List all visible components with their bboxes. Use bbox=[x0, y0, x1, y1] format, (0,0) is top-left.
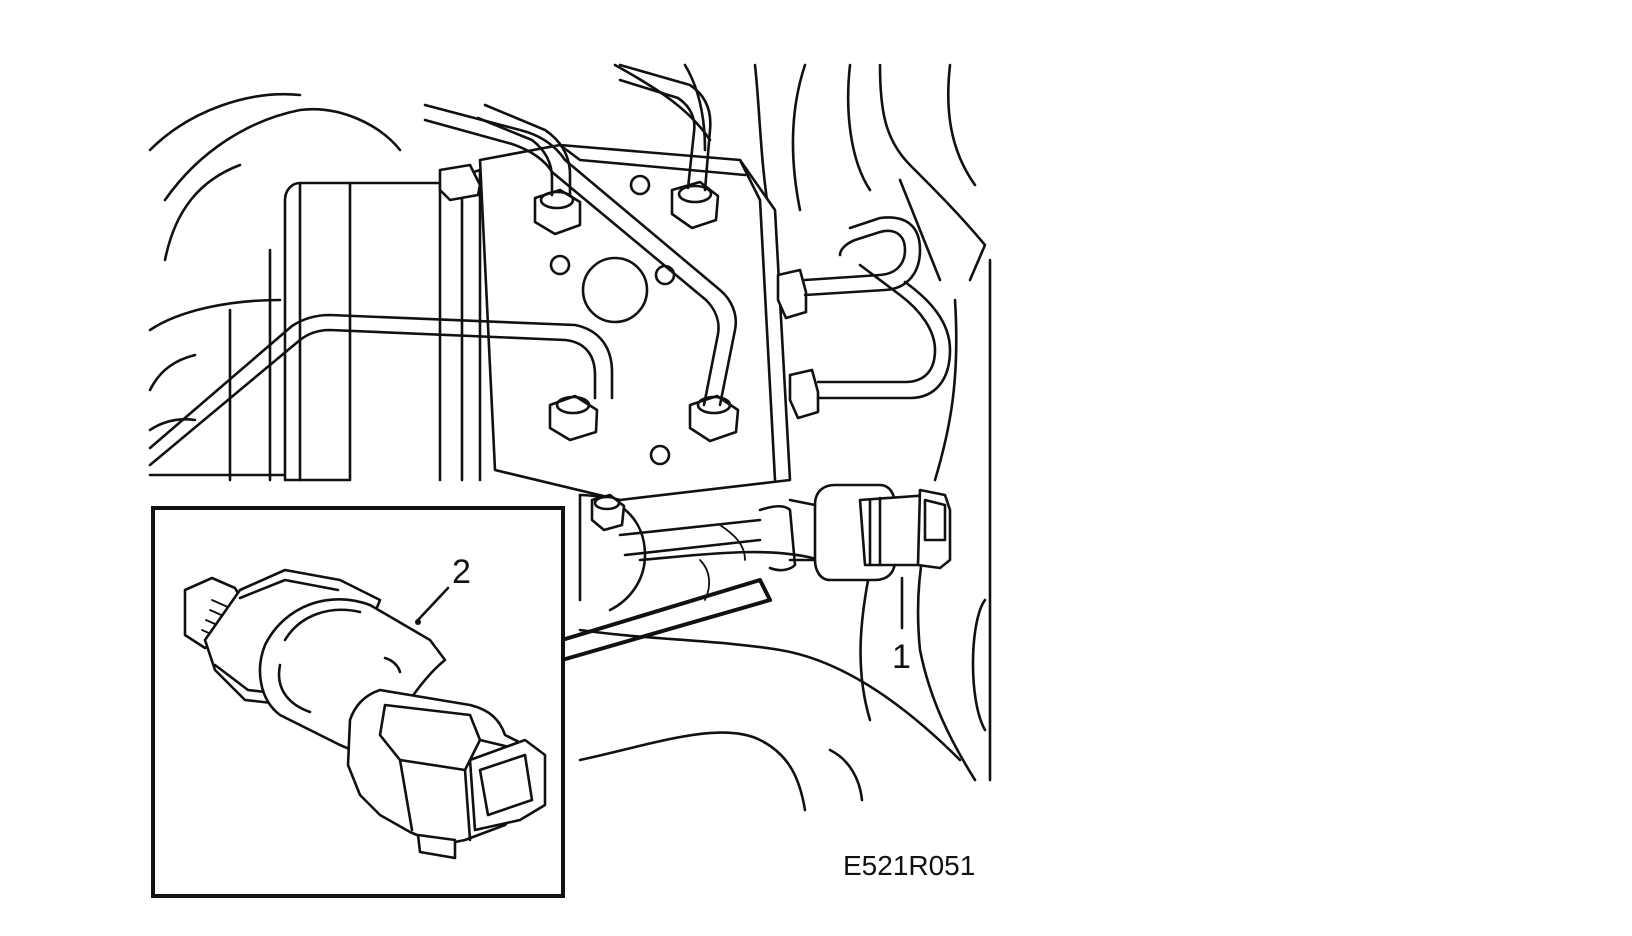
union-nuts bbox=[438, 163, 820, 443]
callout-2: 2 bbox=[415, 553, 471, 625]
callout-label-1: 1 bbox=[892, 638, 911, 676]
inset-pointer bbox=[560, 578, 772, 662]
pressure-sensor-detail bbox=[183, 568, 547, 860]
pressure-sensor-installed bbox=[758, 483, 952, 582]
union-nut-top-left bbox=[533, 188, 582, 236]
inset-detail: 2 bbox=[151, 506, 772, 898]
callout-label-2: 2 bbox=[452, 553, 471, 591]
callout-2-dot bbox=[415, 619, 421, 625]
background-contours bbox=[148, 93, 402, 477]
brake-pipes bbox=[148, 63, 952, 467]
main-view: 1 bbox=[148, 63, 992, 812]
union-nut-side-lower bbox=[788, 368, 820, 420]
union-nut-top-right bbox=[670, 180, 720, 230]
pipe-plug-top bbox=[438, 163, 482, 202]
mounting-bracket bbox=[578, 493, 762, 612]
callout-1: 1 bbox=[892, 576, 911, 676]
union-nut-side-upper bbox=[776, 268, 808, 320]
bracket-bolt bbox=[590, 493, 626, 532]
union-nut-bottom-right bbox=[688, 394, 740, 443]
figure-code: E521R051 bbox=[843, 850, 975, 881]
union-nut-bottom-left bbox=[548, 394, 599, 442]
abs-pump-housing bbox=[228, 168, 482, 482]
